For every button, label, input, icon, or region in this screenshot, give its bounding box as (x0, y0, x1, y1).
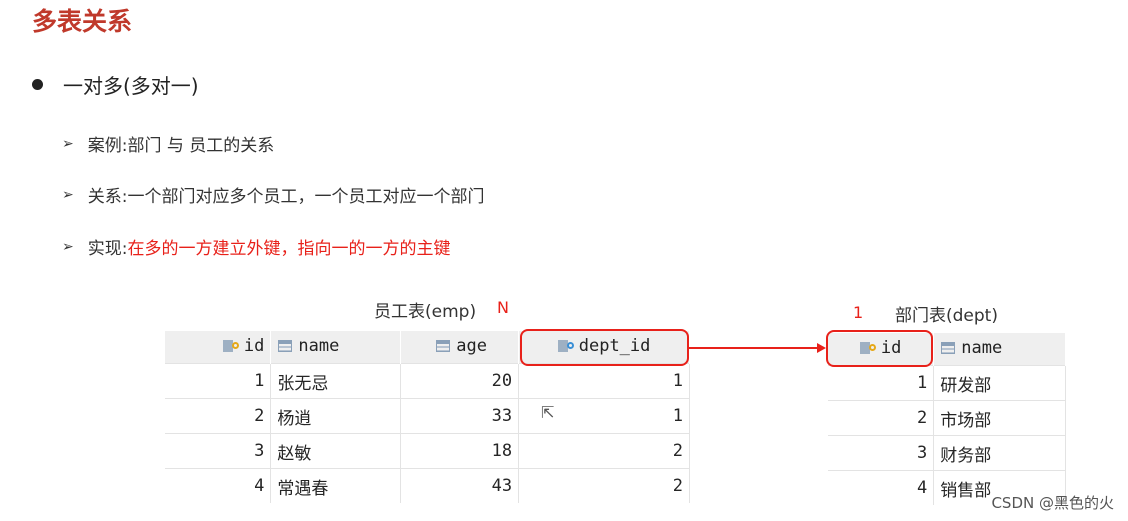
relation-arrow-icon (689, 343, 826, 353)
emp-cell-dept-id: 1 (518, 398, 690, 434)
dept-cardinality-marker: 1 (853, 303, 864, 322)
emp-header-age[interactable]: age (400, 331, 520, 364)
dept-header-id[interactable]: id (828, 333, 935, 366)
dept-cell-name: 财务部 (933, 435, 1066, 471)
emp-header-dept-id[interactable]: dept_id (518, 331, 690, 364)
emp-cell-name: 常遇春 (270, 468, 402, 503)
table-row[interactable]: 1 张无忌 20 1 (165, 363, 690, 399)
arrow-bullet-icon: ➢ (62, 186, 74, 203)
dept-cell-name: 市场部 (933, 400, 1066, 436)
emp-cell-id: 4 (165, 468, 272, 503)
emp-cell-dept-id: 2 (518, 468, 690, 503)
table-row[interactable]: 3 赵敏 18 2 (165, 433, 690, 469)
emp-cell-age: 43 (400, 468, 520, 503)
primary-key-icon (222, 339, 239, 353)
dept-cell-id: 2 (828, 400, 935, 436)
emp-cardinality-marker: N (497, 298, 509, 317)
emp-header-row: id name age dept_id (165, 331, 690, 364)
table-row[interactable]: 4 常遇春 43 2 (165, 468, 690, 503)
dept-cell-name: 销售部 (933, 470, 1066, 505)
dept-header-row: id name (828, 333, 1066, 366)
emp-cell-age: 33 (400, 398, 520, 434)
foreign-key-icon (557, 339, 574, 353)
column-icon (940, 341, 956, 355)
watermark: CSDN @黑色的火 (991, 494, 1114, 512)
table-row[interactable]: 4 销售部 (828, 470, 1066, 505)
primary-key-icon (859, 341, 876, 355)
emp-cell-id: 3 (165, 433, 272, 469)
arrow-bullet-icon: ➢ (62, 135, 74, 152)
dept-cell-id: 3 (828, 435, 935, 471)
dept-table-caption: 部门表(dept) (895, 306, 998, 326)
id-highlight-box (826, 330, 933, 367)
point-example: ➢ 案例: 部门 与 员工的关系 (62, 131, 275, 157)
page-title: 多表关系 (32, 7, 133, 36)
mouse-cursor-icon: ⇱ (541, 403, 555, 422)
emp-table: id name age dept_id 1 张无忌 20 1 2 杨逍 33 1… (165, 331, 690, 503)
emp-cell-name: 赵敏 (270, 433, 402, 469)
point-text: 部门 与 员工的关系 (127, 136, 275, 156)
point-text: 一个部门对应多个员工，一个员工对应一个部门 (127, 187, 485, 207)
dept-table: id name 1 研发部 2 市场部 3 财务部 4 销售部 (828, 333, 1066, 505)
table-row[interactable]: 1 研发部 (828, 365, 1066, 401)
table-row[interactable]: 2 市场部 (828, 400, 1066, 436)
emp-cell-dept-id: 2 (518, 433, 690, 469)
emp-cell-age: 18 (400, 433, 520, 469)
dept-id-highlight-box (520, 329, 689, 366)
point-highlight: 在多的一方建立外键，指向一的一方的主键 (127, 239, 451, 259)
column-icon (277, 339, 293, 353)
emp-cell-id: 2 (165, 398, 272, 434)
emp-cell-dept-id: 1 (518, 363, 690, 399)
emp-cell-age: 20 (400, 363, 520, 399)
bullet-dot-icon (32, 79, 43, 90)
point-label: 关系: (87, 187, 128, 207)
emp-cell-name: 张无忌 (270, 363, 402, 399)
emp-header-name[interactable]: name (270, 331, 402, 364)
dept-header-name[interactable]: name (933, 333, 1066, 366)
arrow-bullet-icon: ➢ (62, 238, 74, 255)
column-icon (435, 339, 451, 353)
main-bullet-text: 一对多(多对一) (63, 74, 199, 98)
main-bullet: 一对多(多对一) (32, 70, 199, 99)
table-row[interactable]: 2 杨逍 33 1 (165, 398, 690, 434)
point-label: 案例: (87, 136, 128, 156)
point-implementation: ➢ 实现: 在多的一方建立外键，指向一的一方的主键 (62, 234, 451, 260)
emp-header-id[interactable]: id (165, 331, 272, 364)
emp-table-caption: 员工表(emp) (374, 302, 477, 322)
point-label: 实现: (87, 239, 128, 259)
dept-cell-name: 研发部 (933, 365, 1066, 401)
emp-cell-name: 杨逍 (270, 398, 402, 434)
point-relation: ➢ 关系: 一个部门对应多个员工，一个员工对应一个部门 (62, 182, 485, 208)
emp-cell-id: 1 (165, 363, 272, 399)
dept-cell-id: 4 (828, 470, 935, 505)
table-row[interactable]: 3 财务部 (828, 435, 1066, 471)
dept-cell-id: 1 (828, 365, 935, 401)
